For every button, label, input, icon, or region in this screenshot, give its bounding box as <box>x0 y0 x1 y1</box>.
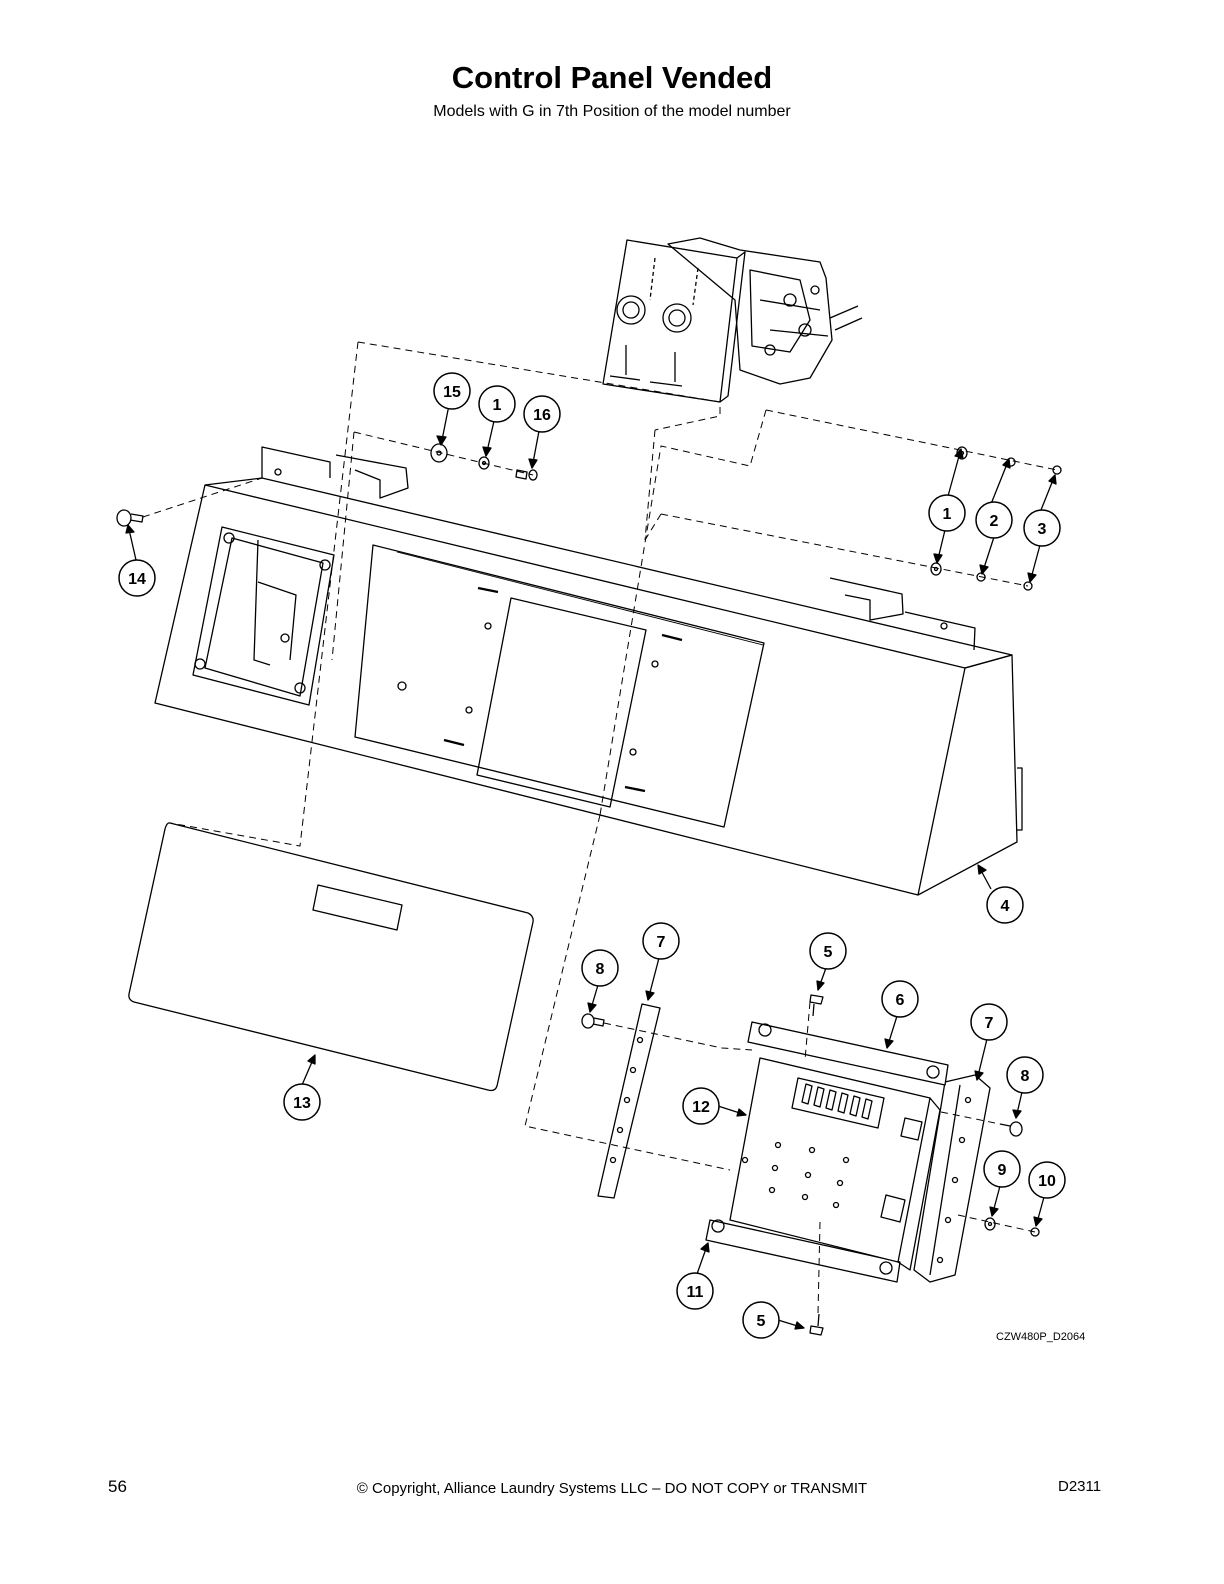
page-number: 56 <box>108 1477 127 1496</box>
callout-3: 3 <box>1023 509 1061 547</box>
mounting-plate-top <box>747 1021 949 1086</box>
svg-text:8: 8 <box>1021 1068 1030 1085</box>
callout-8: 8 <box>581 949 619 987</box>
page-subtitle: Models with G in 7th Position of the mod… <box>433 103 791 120</box>
svg-text:2: 2 <box>990 513 999 530</box>
callout-11: 11 <box>676 1272 714 1310</box>
svg-text:6: 6 <box>896 992 905 1009</box>
callout-7: 7 <box>970 1003 1008 1041</box>
svg-text:4: 4 <box>1001 898 1010 915</box>
leader-arrows <box>125 404 1057 1330</box>
svg-text:7: 7 <box>657 934 666 951</box>
callout-balloons: 15 1 16 1 2 3 14 4 13 7 8 5 6 7 8 1 <box>118 372 1066 1339</box>
page-title: Control Panel Vended <box>451 60 773 95</box>
callout-6: 6 <box>881 980 919 1018</box>
figure-code: CZW480P_D2064 <box>996 1331 1086 1343</box>
callout-9: 9 <box>983 1150 1021 1188</box>
console-panel <box>154 446 1023 896</box>
callout-13: 13 <box>283 1083 321 1121</box>
callout-14: 14 <box>118 559 156 597</box>
callout-5: 5 <box>742 1301 780 1339</box>
callout-10: 10 <box>1028 1161 1066 1199</box>
assembly-lines <box>142 341 1058 1315</box>
callout-1: 1 <box>478 385 516 423</box>
svg-text:13: 13 <box>293 1095 311 1112</box>
callout-1: 1 <box>928 494 966 532</box>
callout-16: 16 <box>523 395 561 433</box>
callout-15: 15 <box>433 372 471 410</box>
svg-text:9: 9 <box>998 1162 1007 1179</box>
mounting-plate-bottom <box>705 1219 901 1283</box>
bracket-left <box>597 1003 661 1199</box>
svg-text:16: 16 <box>533 407 551 424</box>
svg-text:3: 3 <box>1038 521 1047 538</box>
svg-text:8: 8 <box>596 961 605 978</box>
callout-12: 12 <box>682 1087 720 1125</box>
callout-7: 7 <box>642 922 680 960</box>
svg-text:15: 15 <box>443 384 461 401</box>
callout-2: 2 <box>975 501 1013 539</box>
callout-8: 8 <box>1006 1056 1044 1094</box>
copyright-notice: © Copyright, Alliance Laundry Systems LL… <box>356 1480 868 1497</box>
document-id: D2311 <box>1058 1478 1102 1495</box>
svg-text:14: 14 <box>128 571 146 588</box>
svg-text:5: 5 <box>757 1313 766 1330</box>
svg-text:10: 10 <box>1038 1173 1056 1190</box>
svg-text:12: 12 <box>692 1099 710 1116</box>
svg-text:1: 1 <box>493 397 502 414</box>
coin-mechanism <box>602 237 863 403</box>
callout-4: 4 <box>986 886 1024 924</box>
bracket-right <box>913 1074 991 1283</box>
svg-text:7: 7 <box>985 1015 994 1032</box>
callout-5: 5 <box>809 932 847 970</box>
control-board <box>729 1057 941 1271</box>
svg-text:1: 1 <box>943 506 952 523</box>
svg-text:5: 5 <box>824 944 833 961</box>
overlay-panel <box>128 822 534 1092</box>
svg-text:11: 11 <box>687 1284 704 1301</box>
